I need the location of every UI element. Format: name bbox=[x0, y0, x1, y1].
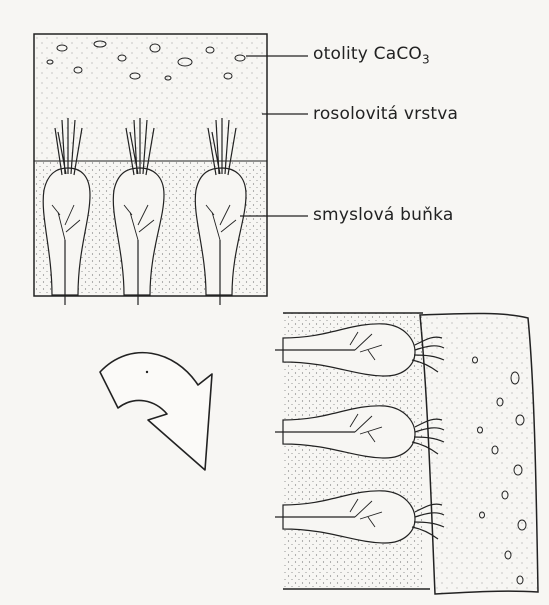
upright-gel-layer bbox=[35, 35, 266, 161]
label-sensory-cell: smyslová buňka bbox=[313, 205, 453, 225]
upright-epithelium bbox=[34, 34, 308, 305]
tilted-epithelium bbox=[275, 313, 538, 594]
label-gel-layer: rosolovitá vrstva bbox=[313, 104, 458, 124]
label-otoliths-subscript: 3 bbox=[422, 52, 430, 66]
label-otoliths-text: otolity CaCO bbox=[313, 44, 422, 64]
tilt-arrow bbox=[100, 353, 212, 470]
label-otoliths: otolity CaCO3 bbox=[313, 44, 430, 66]
